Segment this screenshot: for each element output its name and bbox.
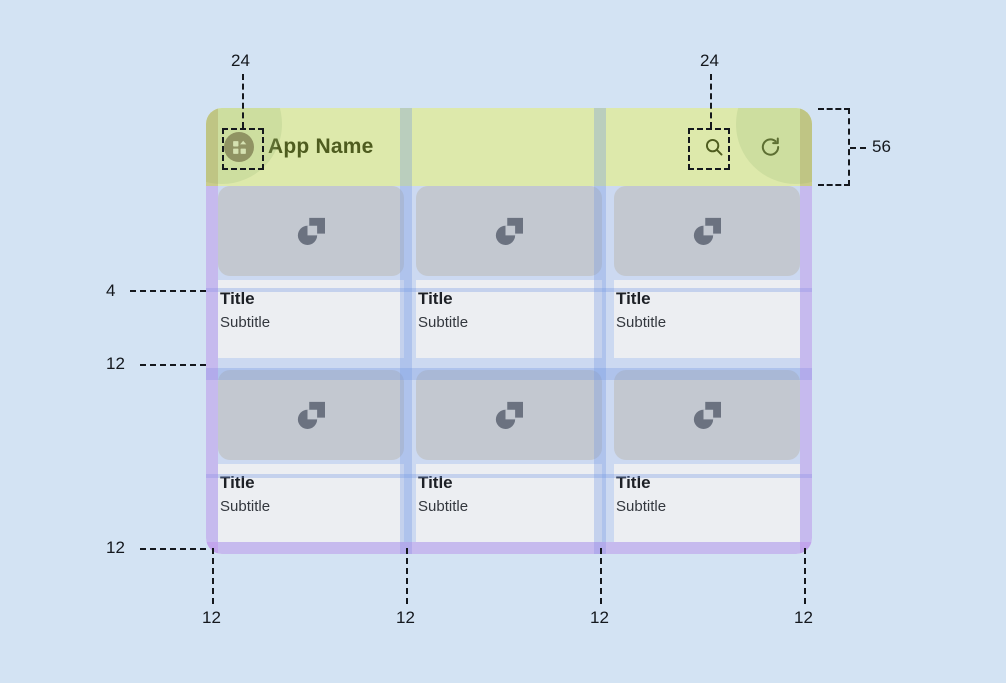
annotation-row-gap: 12 (106, 354, 125, 373)
card-title: Title (220, 473, 255, 492)
card-title: Title (616, 473, 651, 492)
card-text: Title Subtitle (614, 280, 800, 358)
card-item[interactable]: Title Subtitle (218, 370, 404, 542)
leader-line-gutter-mid-1 (406, 548, 408, 604)
leader-line-app-bar-height (850, 147, 866, 149)
image-placeholder-icon (614, 186, 800, 276)
annotation-gutter-left: 12 (202, 608, 221, 627)
card-subtitle: Subtitle (418, 314, 469, 331)
search-icon[interactable] (703, 136, 725, 158)
card-subtitle: Subtitle (418, 498, 469, 515)
card-title: Title (616, 289, 651, 308)
annotation-gutter-mid-2: 12 (590, 608, 609, 627)
image-placeholder-icon (416, 370, 602, 460)
card-text: Title Subtitle (218, 464, 404, 542)
card-item[interactable]: Title Subtitle (218, 186, 404, 358)
image-placeholder-icon (218, 370, 404, 460)
card-text: Title Subtitle (416, 464, 602, 542)
leader-line-gutter-mid-2 (600, 548, 602, 604)
leader-line-gutter-right (804, 548, 806, 604)
card-subtitle: Subtitle (220, 498, 271, 515)
annotation-gutter-mid-1: 12 (396, 608, 415, 627)
leader-line-row-gap (140, 364, 206, 366)
search-icon-measure-box (688, 128, 730, 170)
image-placeholder-icon (614, 370, 800, 460)
image-placeholder-icon (416, 186, 602, 276)
card-item[interactable]: Title Subtitle (416, 186, 602, 358)
leader-line-title-top-gap (130, 290, 206, 292)
annotation-bottom-padding: 12 (106, 538, 125, 557)
card-title: Title (418, 289, 453, 308)
annotation-search-icon-size: 24 (700, 51, 719, 70)
leader-line-menu-icon (242, 74, 244, 128)
grid-badge-icon[interactable] (224, 132, 254, 162)
card-text: Title Subtitle (218, 280, 404, 358)
card-title: Title (220, 289, 255, 308)
leader-line-bottom-padding (140, 548, 206, 550)
annotation-title-top-gap: 4 (106, 281, 116, 300)
leader-line-gutter-left (212, 548, 214, 604)
annotation-app-bar-height: 56 (872, 137, 891, 156)
card-subtitle: Subtitle (616, 314, 667, 331)
refresh-icon[interactable] (759, 136, 782, 159)
annotation-gutter-right: 12 (794, 608, 813, 627)
content-area: Title Subtitle Title Subtitle (206, 186, 812, 554)
card-item[interactable]: Title Subtitle (416, 370, 602, 542)
card-grid: Title Subtitle Title Subtitle (206, 186, 812, 554)
image-placeholder-icon (218, 186, 404, 276)
app-bar-height-measure-box (818, 108, 850, 186)
menu-icon-measure-box (222, 128, 264, 170)
card-subtitle: Subtitle (616, 498, 667, 515)
app-title: App Name (268, 135, 374, 158)
card-text: Title Subtitle (614, 464, 800, 542)
app-mockup: App Name (206, 108, 812, 554)
card-subtitle: Subtitle (220, 314, 271, 331)
annotation-menu-icon-size: 24 (231, 51, 250, 70)
leader-line-search-icon (710, 74, 712, 128)
card-text: Title Subtitle (416, 280, 602, 358)
card-item[interactable]: Title Subtitle (614, 370, 800, 542)
card-title: Title (418, 473, 453, 492)
card-item[interactable]: Title Subtitle (614, 186, 800, 358)
